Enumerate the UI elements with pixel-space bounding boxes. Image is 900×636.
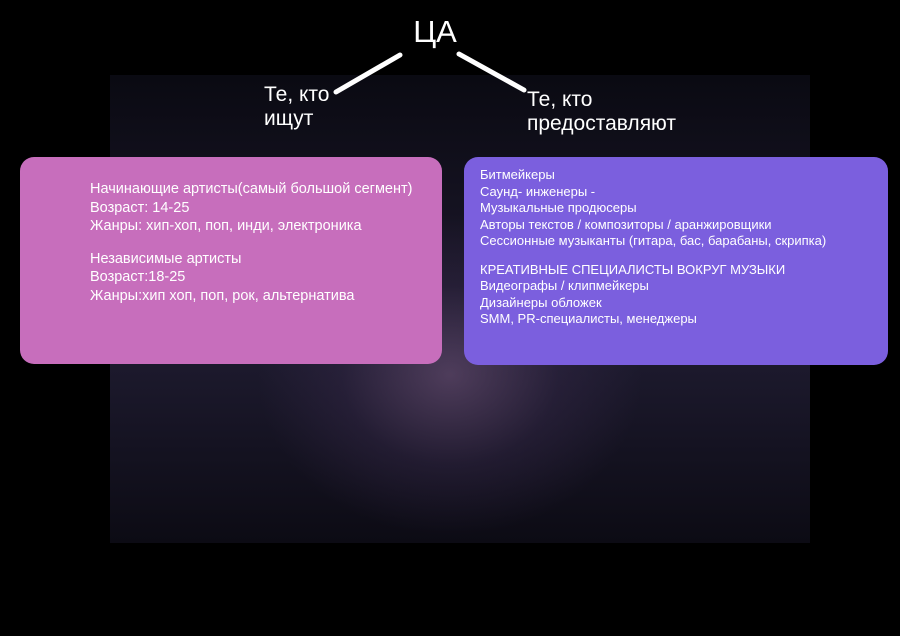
seekers-group1-heading: Начинающие артисты(самый большой сегмент… [90, 181, 413, 197]
branch-label-seekers: Те, кто ищут [264, 83, 330, 130]
connector-left [333, 52, 403, 95]
diagram-title: ЦА [413, 14, 457, 49]
providers-card: Битмейкеры Саунд- инженеры - Музыкальные… [464, 157, 888, 365]
branch-label-providers: Те, кто предоставляют [527, 88, 676, 135]
providers-group2-heading: КРЕАТИВНЫЕ СПЕЦИАЛИСТЫ ВОКРУГ МУЗЫКИ [480, 261, 786, 277]
providers-item: Саунд- инженеры - [480, 183, 596, 199]
spacer [480, 250, 880, 262]
spacer [90, 236, 432, 250]
seekers-group2-heading: Независимые артисты [90, 250, 242, 267]
seekers-group2-age: Возраст:18-25 [90, 269, 186, 285]
seekers-group1-age: Возраст: 14-25 [90, 199, 190, 216]
providers-item: Музыкальные продюсеры [480, 200, 637, 215]
connector-right [456, 51, 527, 93]
providers-item: Сессионные музыканты (гитара, бас, бараб… [480, 233, 827, 248]
providers-item: Дизайнеры обложек [480, 294, 602, 310]
seekers-card: Начинающие артисты(самый большой сегмент… [20, 157, 442, 364]
providers-item: SMM, PR-специалисты, менеджеры [480, 311, 697, 326]
providers-item: Авторы текстов / композиторы / аранжиров… [480, 216, 772, 232]
seekers-group2-genres: Жанры:хип хоп, поп, рок, альтернатива [90, 287, 355, 304]
seekers-group1-genres: Жанры: хип-хоп, поп, инди, электроника [90, 218, 362, 234]
providers-item: Битмейкеры [480, 167, 555, 182]
providers-item: Видеографы / клипмейкеры [480, 278, 649, 293]
